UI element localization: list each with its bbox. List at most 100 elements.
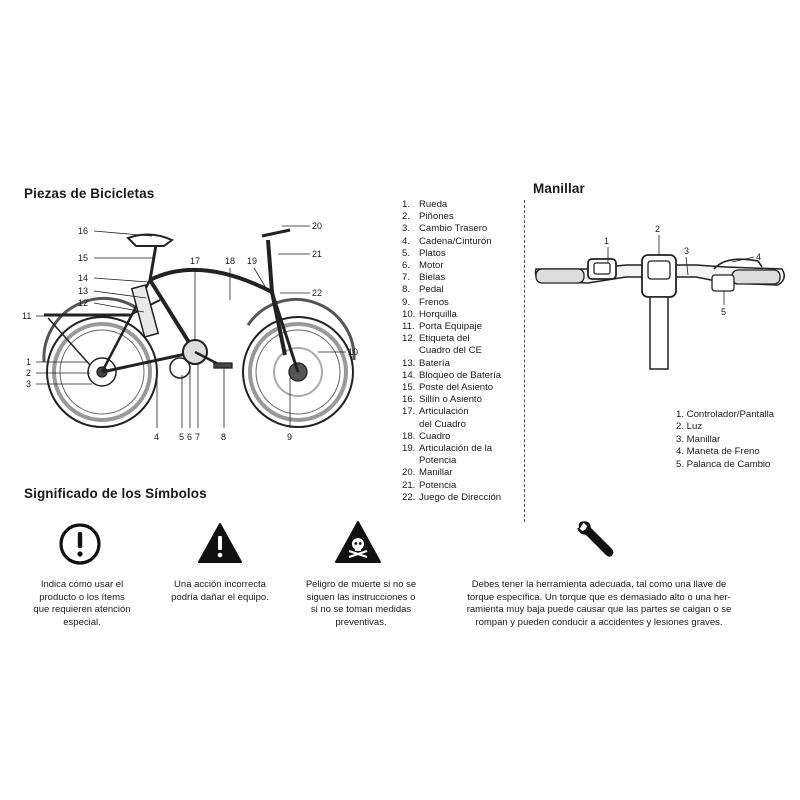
parts-list-item: 17.Articulación del Cuadro [402,406,530,430]
parts-list-number: 1. [402,199,411,210]
handlebar-callout-1: 1 [604,236,609,246]
parts-list-label: Etiqueta del Cuadro del CE [419,333,482,357]
parts-list-label: Motor [419,260,444,272]
callout-22: 22 [312,288,322,298]
parts-list-item: 20.Manillar [402,467,530,479]
parts-list-number: 18. [402,430,416,442]
parts-heading: Piezas de Bicicletas [24,186,155,201]
callout-13: 13 [78,286,88,296]
callout-17: 17 [190,256,200,266]
info-icon [59,523,101,565]
handlebar-list-item: 2. Luz [676,421,703,433]
handlebar-callout-2: 2 [655,224,660,234]
parts-list-label: Poste del Asiento [419,382,494,394]
parts-list-item: 4. Cadena/Cinturón [402,236,530,248]
parts-list-label: Frenos [419,296,449,308]
handlebar-list-item: 1. Controlador/Pantalla [676,409,775,420]
parts-list-item: 5. Platos [402,248,530,260]
parts-list-item: 1. Rueda [402,199,530,211]
parts-list-item: 21.Potencia [402,480,530,492]
callout-10: 10 [348,347,358,357]
warning-symbol-text: Una acción incorrecta podría dañar el eq… [171,579,269,603]
parts-list-label: Manillar [419,467,453,479]
parts-list-number: 12. [402,333,416,345]
parts-list-number: 16. [402,394,416,406]
parts-list-item: 12.Etiqueta del Cuadro del CE [402,333,530,357]
parts-list-item: 22.Juego de Dirección [402,492,530,504]
parts-list-item: 8.Pedal [402,284,530,296]
parts-list-item: 18.Cuadro [402,431,530,443]
callout-1: 1 [26,357,31,367]
callout-18: 18 [225,256,235,266]
callout-2: 2 [26,368,31,378]
parts-list-label: Bloqueo de Batería [419,369,502,381]
parts-list-label: Rueda [419,199,448,210]
parts-list-number: 13. [402,357,416,369]
danger-skull-icon [335,521,381,563]
handlebar-list-item: 4. Maneta de Freno [676,446,760,458]
parts-list-label: Horquilla [419,308,457,320]
parts-list-number: 8. [402,284,411,296]
callout-11: 11 [22,311,31,321]
parts-list-label: Articulación del Cuadro [419,406,469,430]
parts-list-item: 7. Bielas [402,272,530,284]
parts-list-number: 4. [402,235,411,247]
parts-list-number: 10. [402,308,416,320]
callout-7: 7 [195,432,200,442]
parts-list-label: Bielas [419,272,446,284]
parts-list-number: 6. [402,260,411,272]
parts-list-label: Potencia [419,479,457,491]
callout-20: 20 [312,221,322,231]
parts-list-number: 17. [402,406,416,418]
parts-list-item: 19.Articulación de la Potencia [402,443,530,467]
callout-6: 6 [187,432,192,442]
parts-list-number: 7. [402,272,411,284]
callout-4: 4 [154,432,159,442]
parts-list-item: 3. Cambio Trasero [402,223,530,235]
handlebar-diagram: 1 2 3 4 5 [534,224,785,370]
parts-list-label: Cambio Trasero [419,223,488,235]
parts-list-item: 15.Poste del Asiento [402,382,530,394]
parts-list-item: 9.Frenos [402,297,530,309]
callout-9: 9 [287,432,292,442]
parts-list-label: Platos [419,247,446,259]
symbols-heading: Significado de los Símbolos [24,486,207,501]
wrench-icon [577,521,614,557]
callout-15: 15 [78,253,88,263]
bike-diagram: 16 15 14 13 12 11 1 2 3 4 5 6 7 8 9 10 1… [22,221,358,442]
parts-list-item: 14.Bloqueo de Batería [402,370,530,382]
parts-list-number: 15. [402,382,416,394]
parts-list-number: 3. [402,223,411,235]
parts-list-number: 5. [402,247,411,259]
wrench-symbol-text: Debes tener la herramienta adecuada, tal… [466,579,732,628]
callout-5: 5 [179,432,184,442]
parts-list-item: 10.Horquilla [402,309,530,321]
handlebar-list-item: 5. Palanca de Cambio [676,458,771,470]
warning-icon [198,523,242,563]
parts-list-label: Batería [419,357,450,369]
parts-list-item: 6. Motor [402,260,530,272]
parts-list-number: 19. [402,443,416,455]
parts-list-number: 21. [402,479,416,491]
parts-list-number: 22. [402,491,416,503]
callout-14: 14 [78,273,88,283]
info-symbol-text: Indica cómo usar el producto o los ítems… [33,579,131,628]
parts-list-item: 2.Piñones [402,211,530,223]
callout-21: 21 [312,249,322,259]
callout-16: 16 [78,226,88,236]
parts-list-number: 14. [402,369,416,381]
parts-list-label: Juego de Dirección [419,491,502,503]
parts-list-label: Sillín o Asiento [419,394,482,406]
callout-8: 8 [221,432,226,442]
parts-list-item: 16.Sillín o Asiento [402,394,530,406]
parts-list-number: 11. [402,321,415,333]
danger-symbol-text: Peligro de muerte si no se siguen las in… [305,579,417,628]
parts-list-item: 13.Batería [402,358,530,370]
parts-list-label: Cadena/Cinturón [419,235,492,247]
parts-list-item: 11.Porta Equipaje [402,321,530,333]
parts-list-label: Articulación de la Potencia [419,443,493,467]
callout-12: 12 [78,298,88,308]
callout-3: 3 [26,379,31,389]
